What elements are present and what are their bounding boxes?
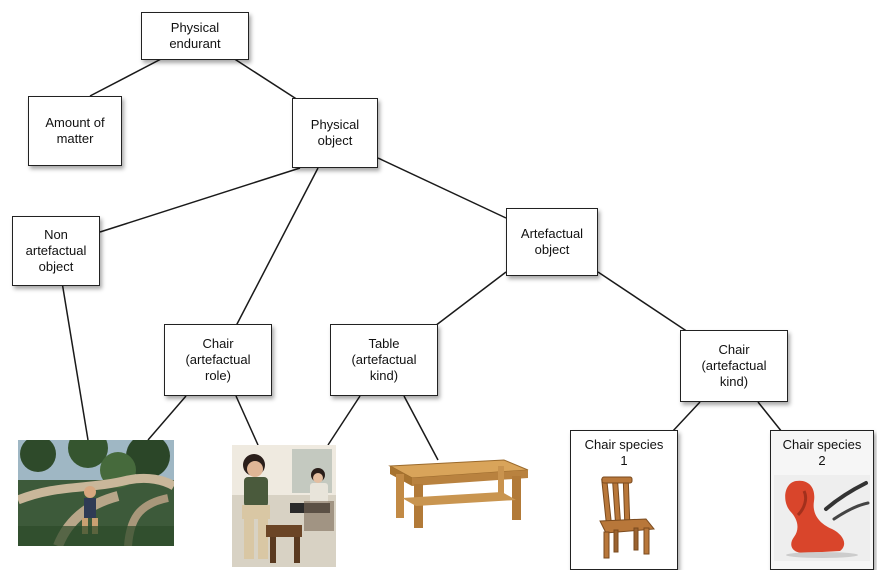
node-chair-artefactual-role: Chair (artefactual role) <box>164 324 272 396</box>
edge-table-tablephoto <box>403 395 439 461</box>
node-physical-object: Physical object <box>292 98 378 168</box>
node-line: (artefactual <box>185 352 251 367</box>
node-line: object <box>534 242 570 257</box>
node-line: Physical <box>170 20 220 35</box>
node-artefactual-object: Artefactual object <box>506 208 598 276</box>
red-chair-photo <box>774 475 870 561</box>
edge-chairkind-species1 <box>671 401 701 433</box>
node-line: 2 <box>818 453 826 468</box>
node-line: 1 <box>620 453 628 468</box>
node-line: kind) <box>719 374 749 389</box>
node-non-artefactual-object: Non artefactual object <box>12 216 100 286</box>
node-line: (artefactual <box>351 352 417 367</box>
node-line: object <box>317 133 353 148</box>
node-line: matter <box>56 131 94 146</box>
node-line: Physical <box>310 117 360 132</box>
node-line: Non <box>44 227 68 242</box>
node-table-artefactual-kind: Table (artefactual kind) <box>330 324 438 396</box>
node-line: (artefactual <box>701 358 767 373</box>
edge-object-nonartefactual <box>99 167 301 233</box>
node-line: kind) <box>369 368 399 383</box>
edge-table-people <box>327 395 361 446</box>
node-line: Amount of <box>45 115 105 130</box>
node-line: endurant <box>169 36 221 51</box>
edge-object-chairrole <box>235 167 319 327</box>
node-line: artefactual <box>25 243 87 258</box>
edge-artefactual-table <box>434 271 507 327</box>
tree-photo <box>18 440 174 546</box>
edge-endurant-matter <box>89 57 164 97</box>
seated-people-photo <box>232 445 336 567</box>
node-line: Table <box>368 336 400 351</box>
node-chair-species-1: Chair species 1 <box>570 430 678 570</box>
node-line: object <box>38 259 74 274</box>
wooden-table-photo <box>388 459 529 528</box>
node-line: Artefactual <box>520 226 584 241</box>
node-line: Chair <box>202 336 234 351</box>
edge-chairrole-people <box>235 395 259 446</box>
wooden-chair-photo <box>599 476 655 559</box>
node-line: role) <box>204 368 231 383</box>
node-chair-species-2: Chair species 2 <box>770 430 874 570</box>
edge-object-artefactual <box>377 157 507 219</box>
node-physical-endurant: Physical endurant <box>141 12 249 60</box>
node-line: Chair <box>718 342 750 357</box>
node-line: Chair species <box>782 437 862 452</box>
node-amount-of-matter: Amount of matter <box>28 96 122 166</box>
node-line: Chair species <box>584 437 664 452</box>
edge-artefactual-chairkind <box>597 271 689 333</box>
edge-chairrole-tree <box>147 395 187 441</box>
node-chair-artefactual-kind: Chair (artefactual kind) <box>680 330 788 402</box>
edge-endurant-object <box>232 57 299 101</box>
edge-chairkind-species2 <box>757 401 783 433</box>
edge-nonartefactual-tree <box>61 281 89 441</box>
